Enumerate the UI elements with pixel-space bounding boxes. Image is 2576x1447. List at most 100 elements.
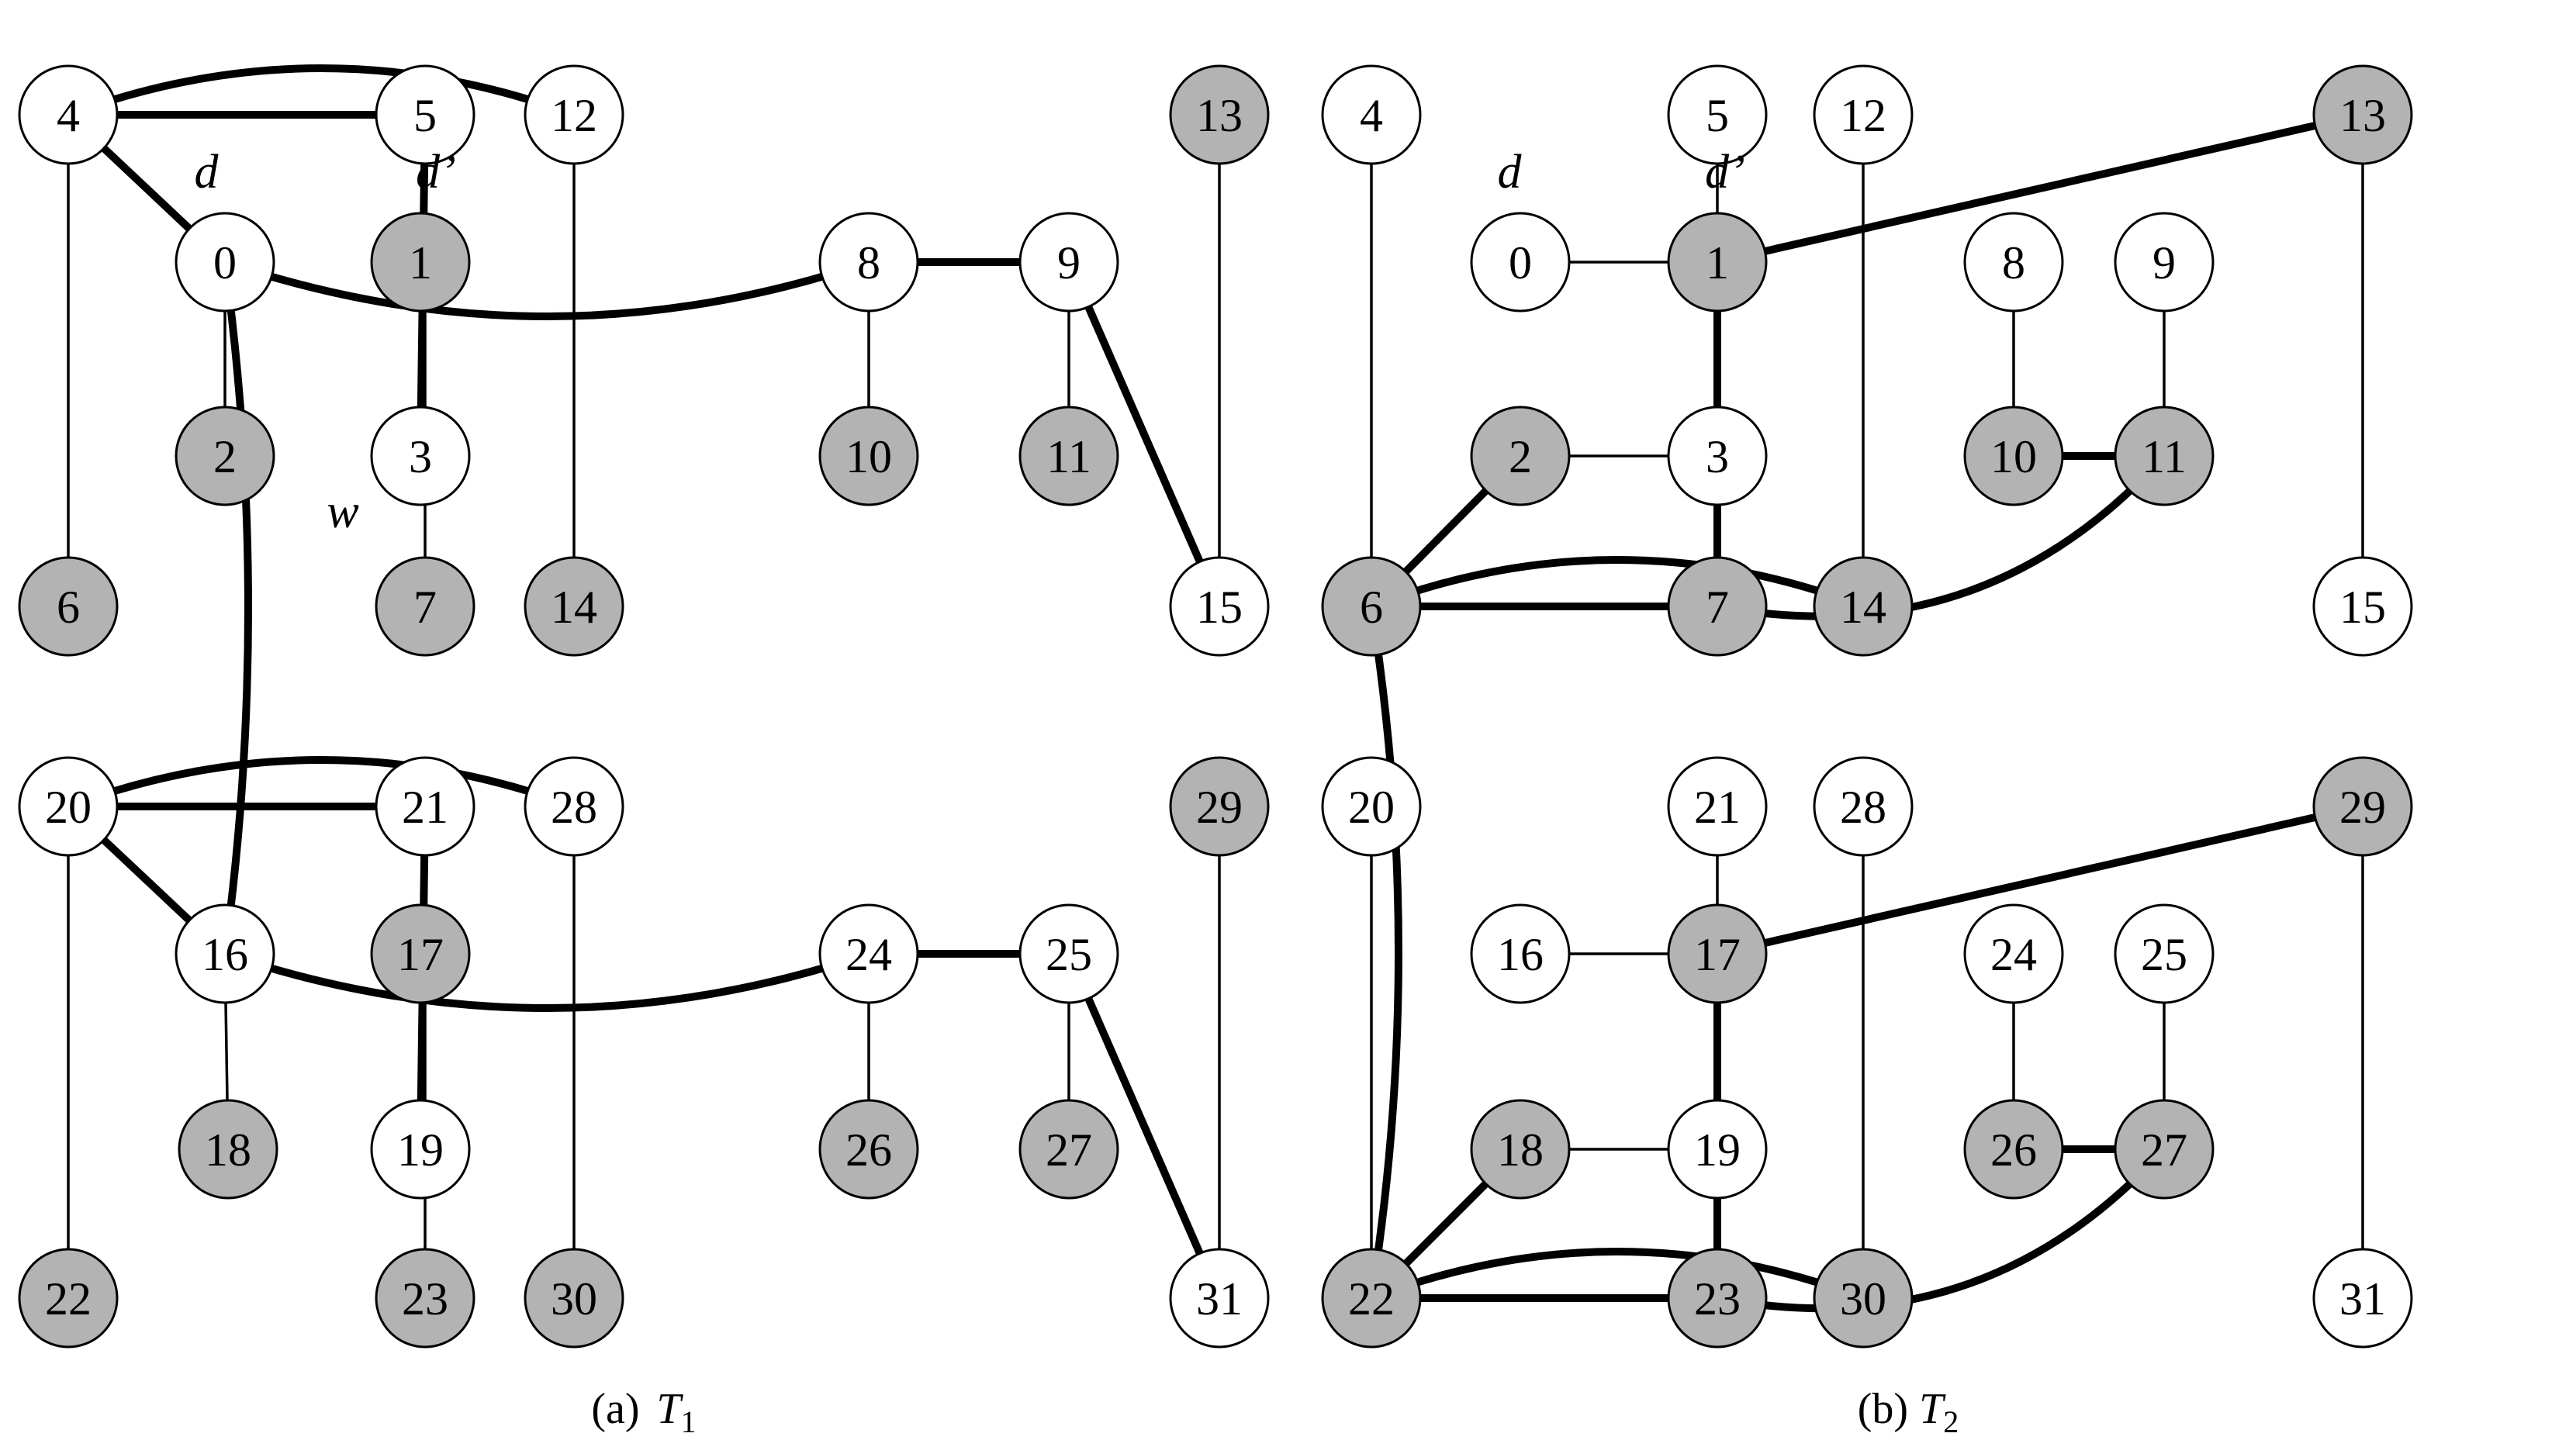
- t1-edge-4-12: [64, 64, 578, 119]
- t2-edge-6-14: [1368, 556, 1867, 610]
- t1-node-25-label: 25: [1046, 929, 1092, 980]
- t2-node-15-label: 15: [2339, 582, 2386, 633]
- t1-node-22: 22: [18, 1248, 119, 1349]
- t1-node-0-circle: [175, 212, 275, 313]
- t2-node-26-label: 26: [1990, 1124, 2037, 1176]
- t2-node-24-label: 24: [1990, 929, 2037, 980]
- t2-node-9: 9: [2114, 212, 2215, 313]
- t1-node-24: 24: [818, 903, 919, 1004]
- t2-node-10-label: 10: [1990, 431, 2037, 482]
- t1-node-4-label: 4: [57, 90, 80, 141]
- t1-node-2: 2: [175, 406, 275, 506]
- t2-node-29-circle: [2312, 756, 2413, 857]
- t1-node-19-label: 19: [397, 1124, 444, 1176]
- t1-node-14-circle: [524, 556, 624, 657]
- t2-node-14-label: 14: [1840, 582, 1886, 633]
- t2-node-30: 30: [1813, 1248, 1914, 1349]
- t2-node-29: 29: [2312, 756, 2413, 857]
- t1-edge-25-31: [1065, 950, 1223, 1302]
- t1-node-9-label: 9: [1057, 237, 1081, 288]
- t1-node-23: 23: [375, 1248, 475, 1349]
- t1-node-15: 15: [1169, 556, 1270, 657]
- t1-node-1-circle: [370, 212, 471, 313]
- t2-node-6-label: 6: [1360, 582, 1383, 633]
- t2-node-2: 2: [1470, 406, 1571, 506]
- t2-node-20: 20: [1321, 756, 1422, 857]
- t2-node-19: 19: [1667, 1099, 1768, 1200]
- t2-node-9-label: 9: [2152, 237, 2176, 288]
- t1-node-3: 3: [370, 406, 471, 506]
- t1-node-2-label: 2: [213, 431, 237, 482]
- t2-node-13-circle: [2312, 64, 2413, 165]
- t1-node-9-circle: [1018, 212, 1119, 313]
- t1-node-25-circle: [1018, 903, 1119, 1004]
- t2-node-31: 31: [2312, 1248, 2413, 1349]
- t1-edge-16-24: [221, 950, 873, 1012]
- t2-node-28: 28: [1813, 756, 1914, 857]
- t2-node-19-label: 19: [1694, 1124, 1741, 1176]
- t2-node-7-circle: [1667, 556, 1768, 657]
- t2-node-31-circle: [2312, 1248, 2413, 1349]
- t1-node-3-label: 3: [409, 431, 432, 482]
- t2-node-22: 22: [1321, 1248, 1422, 1349]
- t2-node-11-circle: [2114, 406, 2215, 506]
- t2-node-1: 1: [1667, 212, 1768, 313]
- t1-node-16: 16: [175, 903, 275, 1004]
- t1-node-10-circle: [818, 406, 919, 506]
- t1-node-18: 18: [178, 1099, 278, 1200]
- t1-caption-prefix: (a): [591, 1385, 639, 1433]
- t2-node-24: 24: [1963, 903, 2064, 1004]
- t1-node-1: 1: [370, 212, 471, 313]
- t1-node-15-label: 15: [1196, 582, 1243, 633]
- t2-node-20-label: 20: [1348, 782, 1395, 833]
- t2-edge-6-22: [1368, 603, 1402, 1302]
- t1-node-5-label: 5: [413, 90, 437, 141]
- t2-node-6: 6: [1321, 556, 1422, 657]
- t1-node-13: 13: [1169, 64, 1270, 165]
- t2-node-17-label: 17: [1694, 929, 1741, 980]
- t2-edge-1-13: [1713, 111, 2367, 266]
- t1-node-11-label: 11: [1046, 431, 1091, 482]
- t1-caption: (a)T1: [591, 1385, 696, 1439]
- t1-node-13-label: 13: [1196, 90, 1243, 141]
- t1-node-18-circle: [178, 1099, 278, 1200]
- t1-node-12-circle: [524, 64, 624, 165]
- t1-node-30-circle: [524, 1248, 624, 1349]
- t2-node-27-circle: [2114, 1099, 2215, 1200]
- t2-node-25-label: 25: [2141, 929, 2187, 980]
- t1-node-12: 12: [524, 64, 624, 165]
- t1-node-19-circle: [370, 1099, 471, 1200]
- t1-node-16-label: 16: [202, 929, 248, 980]
- t1-node-29-circle: [1169, 756, 1270, 857]
- t1-node-27-label: 27: [1046, 1124, 1092, 1176]
- t2-node-4-label: 4: [1360, 90, 1383, 141]
- t2-node-4: 4: [1321, 64, 1422, 165]
- t2-node-15: 15: [2312, 556, 2413, 657]
- t1-node-27-circle: [1018, 1099, 1119, 1200]
- t1-node-29-label: 29: [1196, 782, 1243, 833]
- t1-node-25: 25: [1018, 903, 1119, 1004]
- t1-node-29: 29: [1169, 756, 1270, 857]
- t1-edge-9-15: [1065, 258, 1223, 610]
- t2-node-3-circle: [1667, 406, 1768, 506]
- t1-label-d-prime: d’: [416, 146, 456, 199]
- t2-node-31-label: 31: [2339, 1273, 2386, 1324]
- t1-node-30-label: 30: [551, 1273, 597, 1324]
- t1-node-26-label: 26: [845, 1124, 892, 1176]
- t2-node-13: 13: [2312, 64, 2413, 165]
- t1-node-3-circle: [370, 406, 471, 506]
- t1-node-1-label: 1: [409, 237, 432, 288]
- t1-node-4-circle: [18, 64, 119, 165]
- t2-node-9-circle: [2114, 212, 2215, 313]
- t1-node-19: 19: [370, 1099, 471, 1200]
- t2-node-22-label: 22: [1348, 1273, 1395, 1324]
- t1-node-24-circle: [818, 903, 919, 1004]
- t2-node-21-circle: [1667, 756, 1768, 857]
- t2-node-26: 26: [1963, 1099, 2064, 1200]
- t2-node-28-circle: [1813, 756, 1914, 857]
- t2-node-18: 18: [1470, 1099, 1571, 1200]
- t2-node-27-label: 27: [2141, 1124, 2187, 1176]
- t2-caption-name: T: [1919, 1385, 1946, 1433]
- t1-node-28-circle: [524, 756, 624, 857]
